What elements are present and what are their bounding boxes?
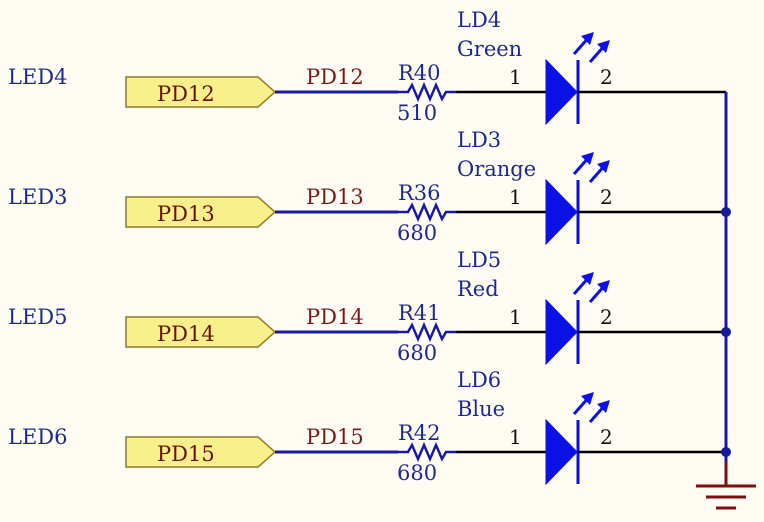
led-diode-symbol [545, 418, 578, 486]
led-color: Green [457, 37, 522, 61]
port-connector [125, 76, 277, 108]
resistor-symbol [398, 81, 456, 103]
led-pin-1: 1 [509, 305, 522, 329]
port-connector [125, 436, 277, 468]
port-connector [125, 316, 277, 348]
resistor-value: 510 [397, 101, 437, 125]
led-pin-2: 2 [600, 65, 613, 89]
led-pin-1: 1 [509, 425, 522, 449]
resistor-ref: R36 [398, 181, 441, 205]
led-pin-2: 2 [600, 305, 613, 329]
net-label: PD13 [306, 185, 364, 209]
led-signal-label: LED4 [8, 65, 67, 89]
led-pin-2: 2 [600, 425, 613, 449]
led-pin-2: 2 [600, 185, 613, 209]
led-ref: LD3 [457, 128, 501, 152]
port-label: PD15 [157, 442, 215, 466]
led-emission-arrows [572, 392, 610, 423]
led-color: Blue [457, 397, 505, 421]
led-emission-arrows [572, 272, 610, 303]
resistor-value: 680 [397, 341, 437, 365]
led-diode-symbol [545, 178, 578, 246]
port-label: PD12 [157, 82, 215, 106]
led-ref: LD4 [457, 8, 501, 32]
resistor-ref: R41 [398, 301, 441, 325]
net-label: PD15 [306, 425, 364, 449]
led-ref: LD6 [457, 368, 501, 392]
resistor-ref: R42 [398, 421, 441, 445]
ground-symbol [696, 462, 756, 510]
led-emission-arrows [572, 152, 610, 183]
resistor-symbol [398, 201, 456, 223]
resistor-value: 680 [397, 221, 437, 245]
resistor-symbol [398, 441, 456, 463]
net-label: PD12 [306, 65, 364, 89]
led-diode-symbol [545, 58, 578, 126]
led-color: Red [457, 277, 499, 301]
port-label: PD13 [157, 202, 215, 226]
led-signal-label: LED6 [8, 425, 67, 449]
port-label: PD14 [157, 322, 215, 346]
led-color: Orange [457, 157, 536, 181]
led-ref: LD5 [457, 248, 501, 272]
led-signal-label: LED5 [8, 305, 67, 329]
led-emission-arrows [572, 32, 610, 63]
led-diode-symbol [545, 298, 578, 366]
led-pin-1: 1 [509, 185, 522, 209]
resistor-ref: R40 [398, 61, 441, 85]
resistor-symbol [398, 321, 456, 343]
resistor-value: 680 [397, 461, 437, 485]
net-label: PD14 [306, 305, 364, 329]
port-connector [125, 196, 277, 228]
led-pin-1: 1 [509, 65, 522, 89]
led-signal-label: LED3 [8, 185, 67, 209]
